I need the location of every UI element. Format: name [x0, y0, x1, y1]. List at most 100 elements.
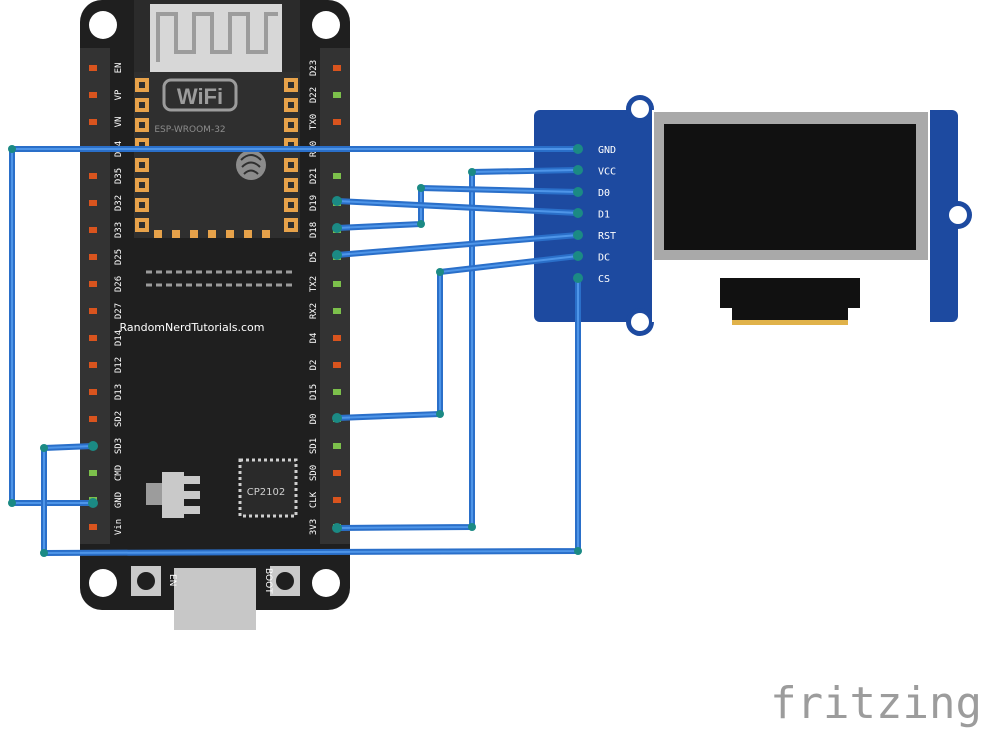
- boot-button[interactable]: [270, 566, 300, 596]
- oled-pin-label: D1: [598, 210, 610, 221]
- esp-wroom-module: WiFi ESP-WROOM-32: [134, 0, 300, 238]
- fritzing-watermark: fritzing: [770, 678, 982, 729]
- wire-d1: [334, 198, 581, 216]
- pin-marker: [333, 497, 341, 503]
- oled-pin-label: CS: [598, 274, 610, 285]
- pin-marker: [333, 335, 341, 341]
- en-button-label: EN: [167, 574, 177, 586]
- chip-label: CP2102: [247, 487, 285, 498]
- left-pin-label: VP: [114, 89, 124, 100]
- left-pin-label: D33: [114, 222, 124, 238]
- left-pin-label: D12: [114, 357, 124, 373]
- left-pin-label: EN: [114, 63, 124, 74]
- silkscreen-url: RandomNerdTutorials.com: [119, 321, 264, 334]
- wires: [8, 144, 583, 557]
- oled-mounting-hole: [949, 206, 967, 224]
- right-pin-label: D22: [309, 87, 319, 103]
- oled-pin-label: D0: [598, 188, 610, 199]
- left-pin-label: D35: [114, 168, 124, 184]
- left-pin-label: Vin: [114, 519, 124, 535]
- pin-marker: [89, 470, 97, 476]
- right-pin-label: D4: [309, 333, 319, 344]
- pin-marker: [333, 443, 341, 449]
- mounting-hole: [89, 569, 117, 597]
- right-pin-label: D15: [309, 384, 319, 400]
- wire-vcc: [334, 167, 581, 531]
- right-pin-label: 3V3: [309, 519, 319, 535]
- pin-marker: [89, 227, 97, 233]
- pin-marker: [333, 308, 341, 314]
- pin-marker: [89, 416, 97, 422]
- pin-marker: [89, 335, 97, 341]
- pin-marker: [333, 119, 341, 125]
- en-button[interactable]: [131, 566, 161, 596]
- pin-marker: [333, 92, 341, 98]
- mounting-hole: [312, 11, 340, 39]
- pin-marker: [89, 92, 97, 98]
- oled-pin-label: RST: [598, 231, 616, 242]
- right-pin-label: D23: [309, 60, 319, 76]
- pin-marker: [89, 281, 97, 287]
- wifi-logo: WiFi: [177, 84, 223, 109]
- pin-marker: [89, 173, 97, 179]
- left-pin-label: SD2: [114, 411, 124, 427]
- pin-marker: [333, 65, 341, 71]
- oled-mounting-hole: [631, 313, 649, 331]
- boot-button-label: BOOT: [263, 568, 273, 594]
- right-pin-label: RX2: [309, 303, 319, 319]
- right-pin-label: TX0: [309, 114, 319, 130]
- right-pin-header: D23D22TX0RX0D21D19D18D5TX2RX2D4D2D15D0SD…: [309, 60, 341, 535]
- right-pin-label: D19: [309, 195, 319, 211]
- right-pin-label: D0: [309, 414, 319, 425]
- right-pin-label: CLK: [309, 491, 319, 508]
- module-label: ESP-WROOM-32: [154, 125, 225, 135]
- right-pin-label: TX2: [309, 276, 319, 292]
- left-pin-label: VN: [114, 117, 124, 128]
- right-pin-label: D5: [309, 252, 319, 263]
- mounting-hole: [312, 569, 340, 597]
- left-pin-label: SD3: [114, 438, 124, 454]
- mounting-hole: [89, 11, 117, 39]
- oled-screen: [664, 124, 916, 250]
- pin-marker: [89, 119, 97, 125]
- right-pin-label: D2: [309, 360, 319, 371]
- pin-marker: [333, 173, 341, 179]
- left-pin-label: D25: [114, 249, 124, 265]
- pin-marker: [333, 389, 341, 395]
- pin-marker: [89, 524, 97, 530]
- usb-uart-chip: CP2102: [238, 458, 298, 518]
- right-pin-label: SD1: [309, 438, 319, 454]
- pin-marker: [333, 362, 341, 368]
- left-pin-label: D13: [114, 384, 124, 400]
- wire-gnd: [9, 146, 581, 506]
- right-pin-label: SD0: [309, 465, 319, 481]
- pin-marker: [89, 254, 97, 260]
- pin-marker: [333, 470, 341, 476]
- wire-dc: [334, 253, 581, 421]
- left-pin-label: GND: [114, 492, 124, 508]
- oled-pin-label: GND: [598, 145, 616, 156]
- left-pin-label: CMD: [114, 465, 124, 481]
- esp32-board: WiFi ESP-WROOM-32: [80, 0, 350, 630]
- right-pin-label: D18: [309, 222, 319, 238]
- pin-marker: [89, 362, 97, 368]
- pin-marker: [89, 65, 97, 71]
- oled-pin-label: DC: [598, 253, 610, 264]
- left-pin-label: D32: [114, 195, 124, 211]
- pin-marker: [89, 200, 97, 206]
- pin-marker: [89, 389, 97, 395]
- pin-marker: [333, 281, 341, 287]
- left-pin-label: D27: [114, 303, 124, 319]
- left-pin-label: D26: [114, 276, 124, 292]
- usb-connector: [174, 568, 256, 630]
- wire-rst: [334, 232, 581, 258]
- voltage-regulator: [146, 472, 200, 518]
- pin-marker: [89, 308, 97, 314]
- left-pin-label: D14: [114, 330, 124, 346]
- right-pin-label: D21: [309, 168, 319, 184]
- oled-mounting-hole: [631, 100, 649, 118]
- oled-pin-label: VCC: [598, 167, 616, 178]
